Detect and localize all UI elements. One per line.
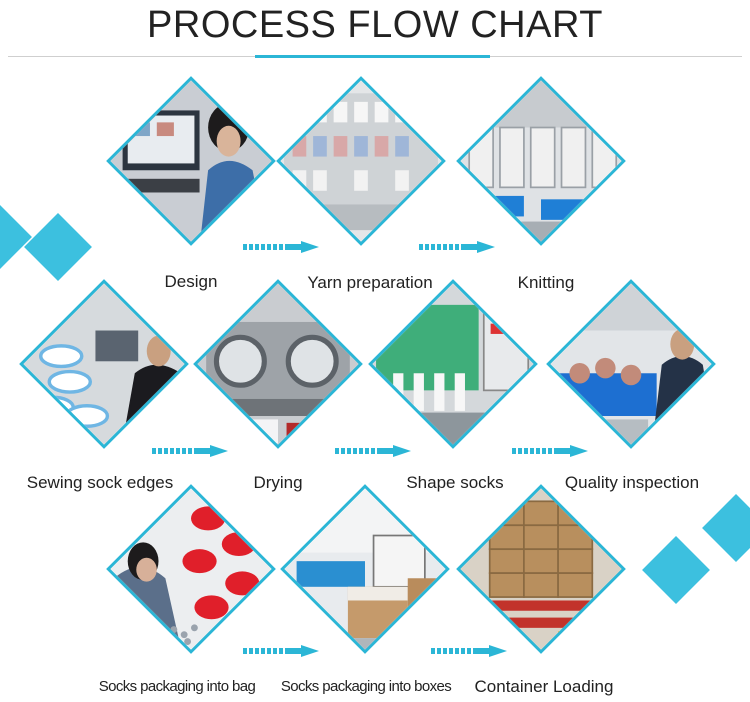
bagging-photo-icon	[106, 484, 276, 654]
flow-arrow-4	[335, 445, 411, 457]
decor-diamond-right-1	[642, 536, 710, 604]
step-label-sewing: Sewing sock edges	[26, 473, 174, 492]
flow-arrow-7	[431, 645, 507, 657]
step-photo-inspection	[546, 279, 716, 449]
step-photo-yarn	[276, 76, 446, 246]
computer-design-photo-icon	[106, 76, 276, 246]
step-label-bagging: Socks packaging into bag	[98, 678, 256, 695]
step-label-drying: Drying	[253, 473, 303, 492]
decor-diamond-left-2	[24, 213, 92, 281]
flow-arrow-6	[243, 645, 319, 657]
step-label-design: Design	[164, 272, 218, 291]
step-photo-knitting	[456, 76, 626, 246]
step-label-shape: Shape socks	[406, 473, 504, 492]
flow-arrow-1	[243, 241, 319, 253]
page-title: PROCESS FLOW CHART	[147, 4, 603, 46]
step-photo-boxing	[280, 484, 450, 654]
container-loading-photo-icon	[456, 484, 626, 654]
boxing-photo-icon	[280, 484, 450, 654]
flow-arrow-5	[512, 445, 588, 457]
decor-diamond-right-2	[702, 494, 750, 562]
step-photo-bagging	[106, 484, 276, 654]
step-label-inspection: Quality inspection	[564, 473, 700, 492]
step-photo-design	[106, 76, 276, 246]
step-photo-container	[456, 484, 626, 654]
yarn-shelves-photo-icon	[276, 76, 446, 246]
step-photo-shape	[368, 279, 538, 449]
shaping-machine-photo-icon	[368, 279, 538, 449]
knitting-machines-photo-icon	[456, 76, 626, 246]
step-label-boxing: Socks packaging into boxes	[280, 678, 452, 695]
flow-arrow-2	[419, 241, 495, 253]
title-accent-bar	[255, 55, 490, 58]
flow-arrow-3	[152, 445, 228, 457]
decor-diamond-left-1	[0, 203, 32, 271]
dryer-machine-photo-icon	[193, 279, 363, 449]
step-label-yarn: Yarn preparation	[307, 273, 433, 292]
step-label-knitting: Knitting	[517, 273, 575, 292]
inspection-photo-icon	[546, 279, 716, 449]
step-photo-drying	[193, 279, 363, 449]
sewing-photo-icon	[19, 279, 189, 449]
step-label-container: Container Loading	[474, 677, 614, 696]
step-photo-sewing	[19, 279, 189, 449]
